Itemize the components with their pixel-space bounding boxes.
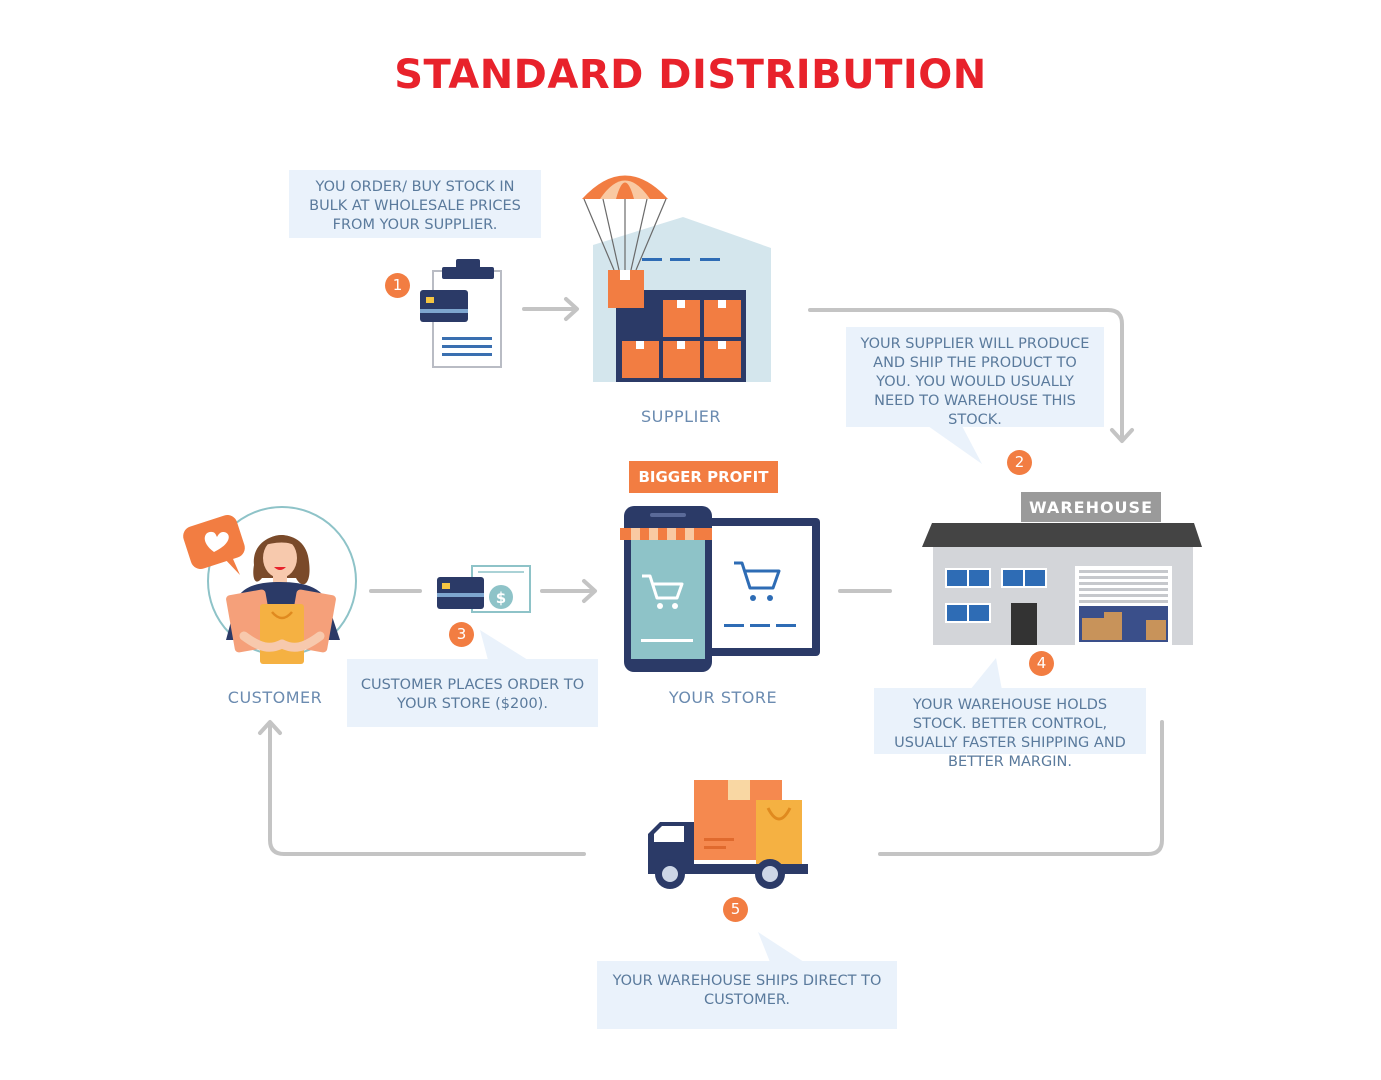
- step-1-bubble: YOU ORDER/ BUY STOCK IN BULK AT WHOLESAL…: [289, 170, 541, 238]
- step-4-bubble: YOUR WAREHOUSE HOLDS STOCK. BETTER CONTR…: [874, 688, 1146, 770]
- step-4-badge: 4: [1029, 651, 1054, 676]
- customer-label: CUSTOMER: [227, 688, 323, 707]
- arrow-head-customer: [258, 720, 282, 735]
- step-5-text: YOUR WAREHOUSE SHIPS DIRECT TO CUSTOMER.: [612, 973, 882, 1008]
- arrow-supplier-to-warehouse: [808, 308, 1124, 442]
- line-warehouse-to-truck: [878, 720, 1164, 856]
- warehouse-sign: WAREHOUSE: [1029, 498, 1153, 517]
- step-3-badge: 3: [449, 622, 474, 647]
- arrow-truck-to-customer: [268, 722, 586, 856]
- step-2-text: YOUR SUPPLIER WILL PRODUCE AND SHIP THE …: [860, 336, 1090, 428]
- step-1-badge: 1: [385, 273, 410, 298]
- dollar-icon: $: [496, 589, 506, 607]
- step-4-text: YOUR WAREHOUSE HOLDS STOCK. BETTER CONTR…: [894, 697, 1126, 770]
- step-3-bubble: CUSTOMER PLACES ORDER TO YOUR STORE ($20…: [347, 659, 598, 727]
- arrow-head-store: [582, 579, 597, 603]
- arrow-head-supplier: [564, 297, 579, 321]
- step-5-bubble: YOUR WAREHOUSE SHIPS DIRECT TO CUSTOMER.: [597, 961, 897, 1029]
- step-2-bubble: YOUR SUPPLIER WILL PRODUCE AND SHIP THE …: [846, 327, 1104, 428]
- step-2-badge: 2: [1007, 450, 1032, 475]
- step-1-text: YOU ORDER/ BUY STOCK IN BULK AT WHOLESAL…: [309, 179, 521, 233]
- arrow-head-warehouse: [1110, 428, 1134, 443]
- heart-icon: [204, 531, 229, 552]
- supplier-label: SUPPLIER: [640, 407, 722, 426]
- step-5-badge: 5: [723, 897, 748, 922]
- step-3-text: CUSTOMER PLACES ORDER TO YOUR STORE ($20…: [360, 677, 585, 712]
- your-store-label: YOUR STORE: [668, 688, 778, 707]
- diagram-title: STANDARD DISTRIBUTION: [394, 52, 987, 98]
